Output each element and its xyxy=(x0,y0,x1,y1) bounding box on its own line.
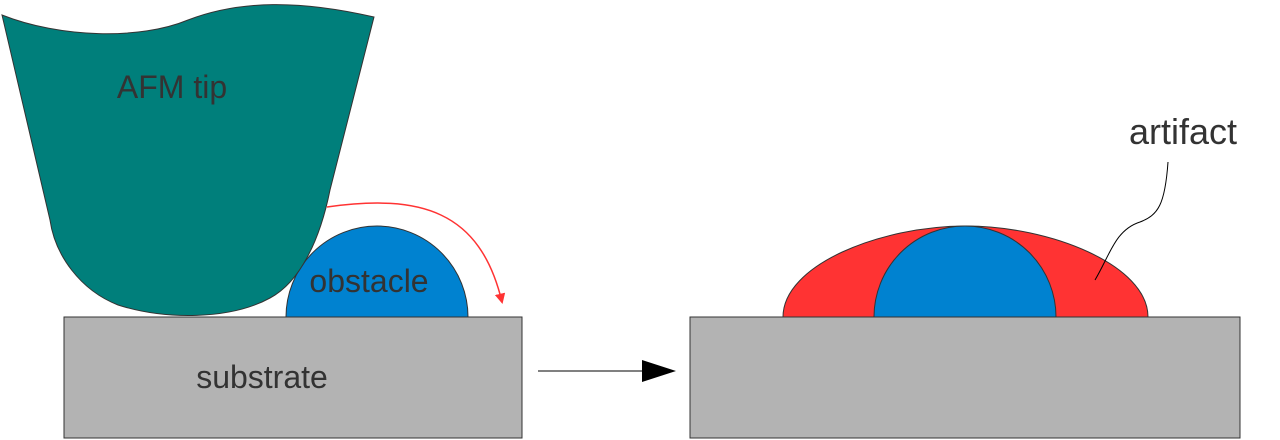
substrate-label: substrate xyxy=(196,359,328,395)
afm-tip-label: AFM tip xyxy=(117,69,227,105)
substrate-block-after xyxy=(689,316,1241,439)
scan-path-arrow xyxy=(326,202,506,305)
obstacle-label: obstacle xyxy=(309,263,428,299)
before-panel: AFM tip obstacle substrate xyxy=(1,4,523,439)
transition-arrow xyxy=(538,360,676,382)
obstacle-shape-after xyxy=(873,225,1057,318)
artifact-callout-line xyxy=(1094,161,1169,281)
substrate-block-before xyxy=(63,316,523,439)
afm-tip-shape xyxy=(1,4,375,316)
artifact-label: artifact xyxy=(1129,111,1237,152)
after-panel: artifact xyxy=(689,111,1241,439)
